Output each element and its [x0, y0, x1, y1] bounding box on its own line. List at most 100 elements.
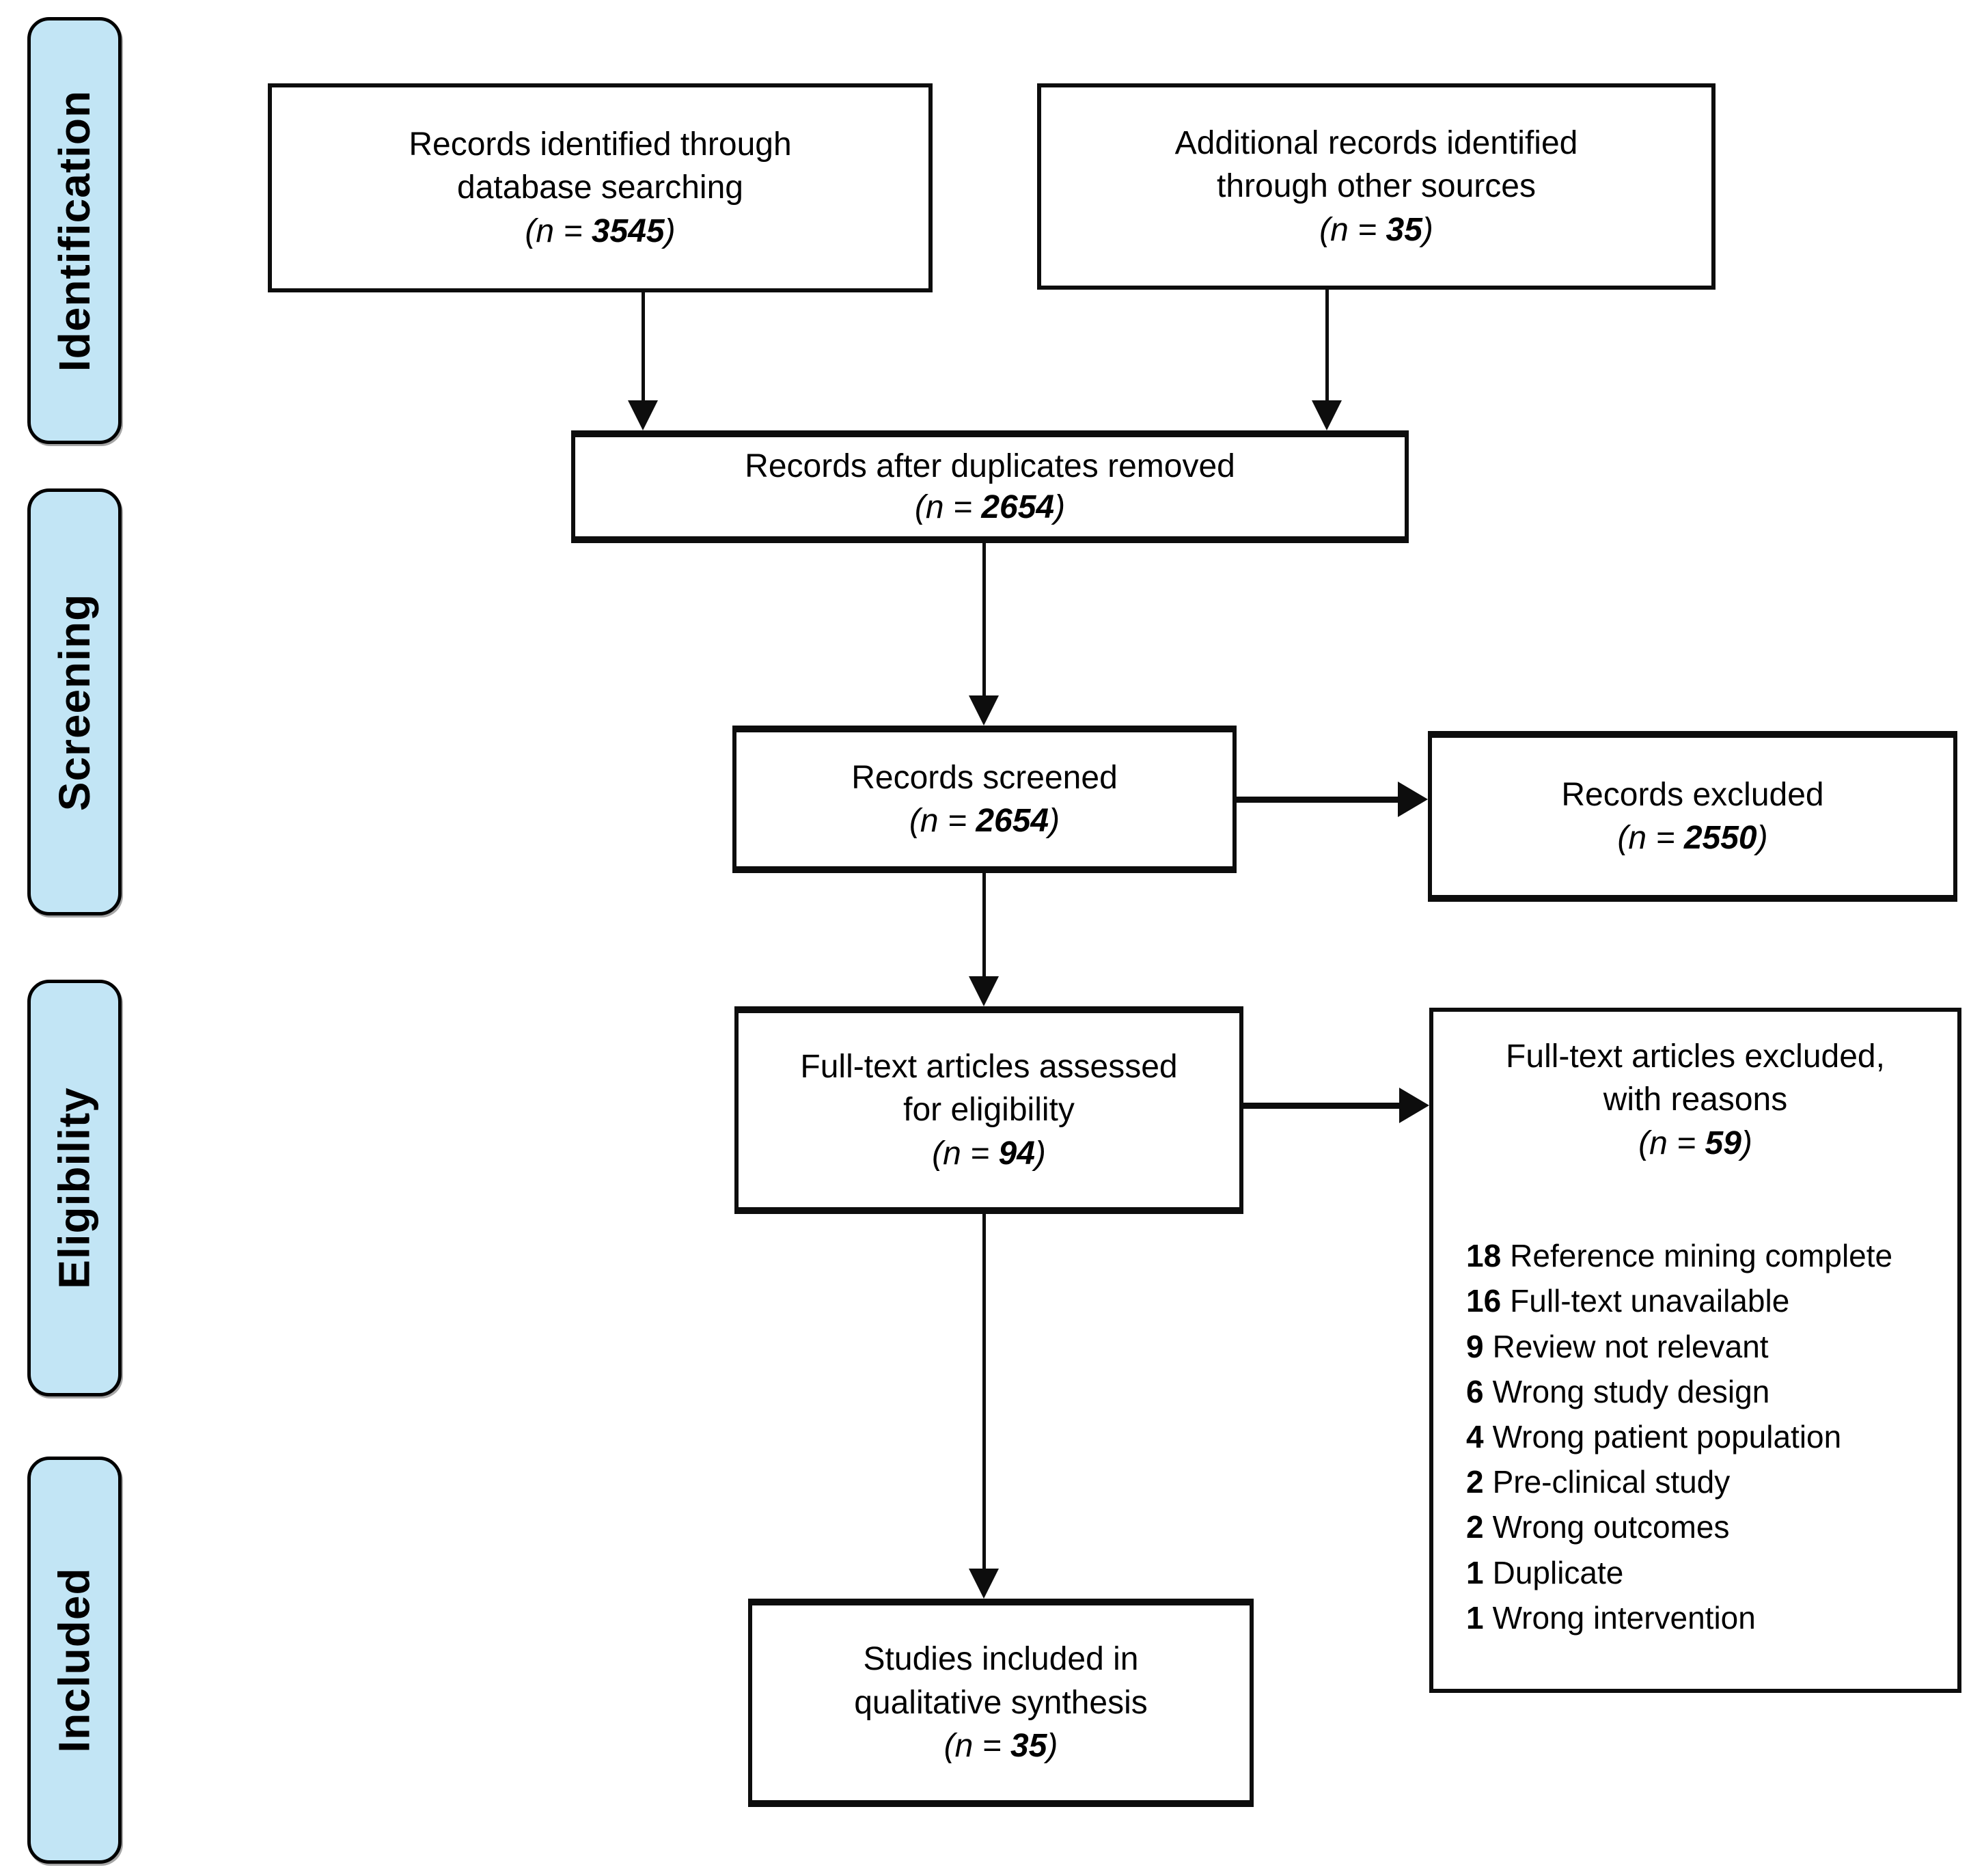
n-suffix: )	[1741, 1125, 1752, 1161]
reason-label: Duplicate	[1492, 1554, 1624, 1590]
n-prefix: (n =	[943, 1728, 1010, 1765]
n-value: 94	[998, 1135, 1035, 1172]
stage-eligibility: Eligibility	[27, 980, 122, 1396]
stage-identification-label: Identification	[50, 89, 99, 372]
n-suffix: )	[1034, 1135, 1046, 1172]
fulltext-excluded-header: Full-text articles excluded, with reason…	[1433, 1035, 1957, 1165]
arrow-screened-to-excluded-line	[1237, 797, 1398, 803]
stage-screening: Screening	[27, 488, 122, 915]
reason-label: Wrong patient population	[1492, 1419, 1842, 1455]
n-value: 2550	[1683, 820, 1757, 856]
n-value: 35	[1386, 211, 1422, 248]
n-value: 2654	[981, 488, 1055, 525]
reason-count: 9	[1466, 1328, 1484, 1364]
reason-count: 16	[1466, 1283, 1502, 1319]
box-studies-included: Studies included in qualitative synthesi…	[748, 1599, 1254, 1807]
n-count: (n = 35)	[944, 1724, 1058, 1767]
stage-included-label: Included	[50, 1567, 99, 1753]
reason-label: Reference mining complete	[1510, 1238, 1893, 1274]
box-text-line: Full-text articles assessed	[800, 1048, 1178, 1085]
arrow-additional-to-dedup-line	[1325, 290, 1329, 400]
box-records-excluded: Records excluded (n = 2550)	[1428, 731, 1957, 902]
box-additional-records: Additional records identified through ot…	[1037, 83, 1716, 290]
arrow-fulltext-to-ftexcluded-line	[1243, 1103, 1399, 1109]
n-prefix: (n =	[525, 212, 592, 249]
n-count: (n = 2654)	[915, 487, 1065, 528]
arrow-identified-to-dedup-line	[642, 292, 645, 400]
box-text-line: Records screened	[851, 759, 1118, 796]
stage-identification: Identification	[27, 17, 122, 444]
n-suffix: )	[664, 212, 676, 249]
arrow-dedup-to-screened-line	[982, 543, 986, 695]
n-suffix: )	[1422, 211, 1433, 248]
box-text-line: Full-text articles excluded,	[1506, 1038, 1885, 1075]
n-suffix: )	[1049, 803, 1060, 839]
reason-count: 1	[1466, 1599, 1484, 1636]
box-fulltext-excluded: Full-text articles excluded, with reason…	[1429, 1008, 1961, 1693]
n-value: 2654	[976, 803, 1049, 839]
arrow-screened-to-excluded-head	[1398, 782, 1428, 817]
n-prefix: (n =	[932, 1135, 999, 1172]
arrow-screened-to-fulltext-head	[969, 976, 999, 1006]
reason-count: 2	[1466, 1464, 1484, 1500]
box-text-line: for eligibility	[903, 1092, 1075, 1129]
n-prefix: (n =	[909, 803, 976, 839]
box-fulltext-assessed: Full-text articles assessed for eligibil…	[734, 1006, 1243, 1214]
n-suffix: )	[1047, 1728, 1058, 1765]
box-text-line: Records identified through	[409, 126, 792, 163]
n-count: (n = 35)	[1319, 208, 1433, 251]
n-count: (n = 2550)	[1617, 816, 1767, 859]
stage-included: Included	[27, 1457, 122, 1864]
box-text-line: with reasons	[1603, 1081, 1788, 1118]
n-value: 35	[1010, 1728, 1047, 1765]
n-count: (n = 3545)	[525, 210, 675, 253]
n-count: (n = 2654)	[909, 799, 1060, 842]
n-value: 59	[1705, 1125, 1741, 1161]
arrow-fulltext-to-ftexcluded-head	[1399, 1088, 1429, 1123]
n-count: (n = 59)	[1433, 1122, 1957, 1165]
n-value: 3545	[591, 212, 665, 249]
box-text-line: database searching	[457, 169, 743, 206]
n-prefix: (n =	[1319, 211, 1386, 248]
n-suffix: )	[1054, 488, 1066, 525]
box-duplicates-removed: Records after duplicates removed (n = 26…	[571, 430, 1409, 543]
box-text-line: Records after duplicates removed	[745, 447, 1235, 484]
n-prefix: (n =	[1638, 1125, 1705, 1161]
n-suffix: )	[1756, 820, 1768, 856]
reason-count: 2	[1466, 1509, 1484, 1545]
n-prefix: (n =	[1617, 820, 1684, 856]
reason-count: 1	[1466, 1554, 1484, 1590]
reason-count: 6	[1466, 1373, 1484, 1409]
n-count: (n = 94)	[932, 1132, 1046, 1175]
box-text-line: Studies included in	[863, 1641, 1139, 1678]
box-records-identified: Records identified through database sear…	[268, 83, 933, 292]
reason-label: Full-text unavailable	[1510, 1283, 1790, 1319]
box-text-line: Records excluded	[1561, 776, 1824, 813]
stage-eligibility-label: Eligibility	[50, 1087, 99, 1289]
reason-label: Pre-clinical study	[1492, 1464, 1731, 1500]
stage-screening-label: Screening	[50, 593, 99, 811]
reason-count: 18	[1466, 1238, 1502, 1274]
box-records-screened: Records screened (n = 2654)	[732, 726, 1237, 873]
arrow-dedup-to-screened-head	[969, 695, 999, 726]
reason-label: Wrong study design	[1492, 1373, 1770, 1409]
reason-label: Wrong intervention	[1492, 1599, 1756, 1636]
arrow-fulltext-to-included-line	[982, 1214, 986, 1569]
arrow-identified-to-dedup-head	[628, 400, 658, 430]
reason-count: 4	[1466, 1419, 1484, 1455]
box-text-line: Additional records identified	[1174, 124, 1578, 161]
arrow-screened-to-fulltext-line	[982, 873, 986, 976]
arrow-additional-to-dedup-head	[1312, 400, 1342, 430]
box-text-line: qualitative synthesis	[854, 1684, 1148, 1721]
box-text-line: through other sources	[1217, 168, 1536, 205]
